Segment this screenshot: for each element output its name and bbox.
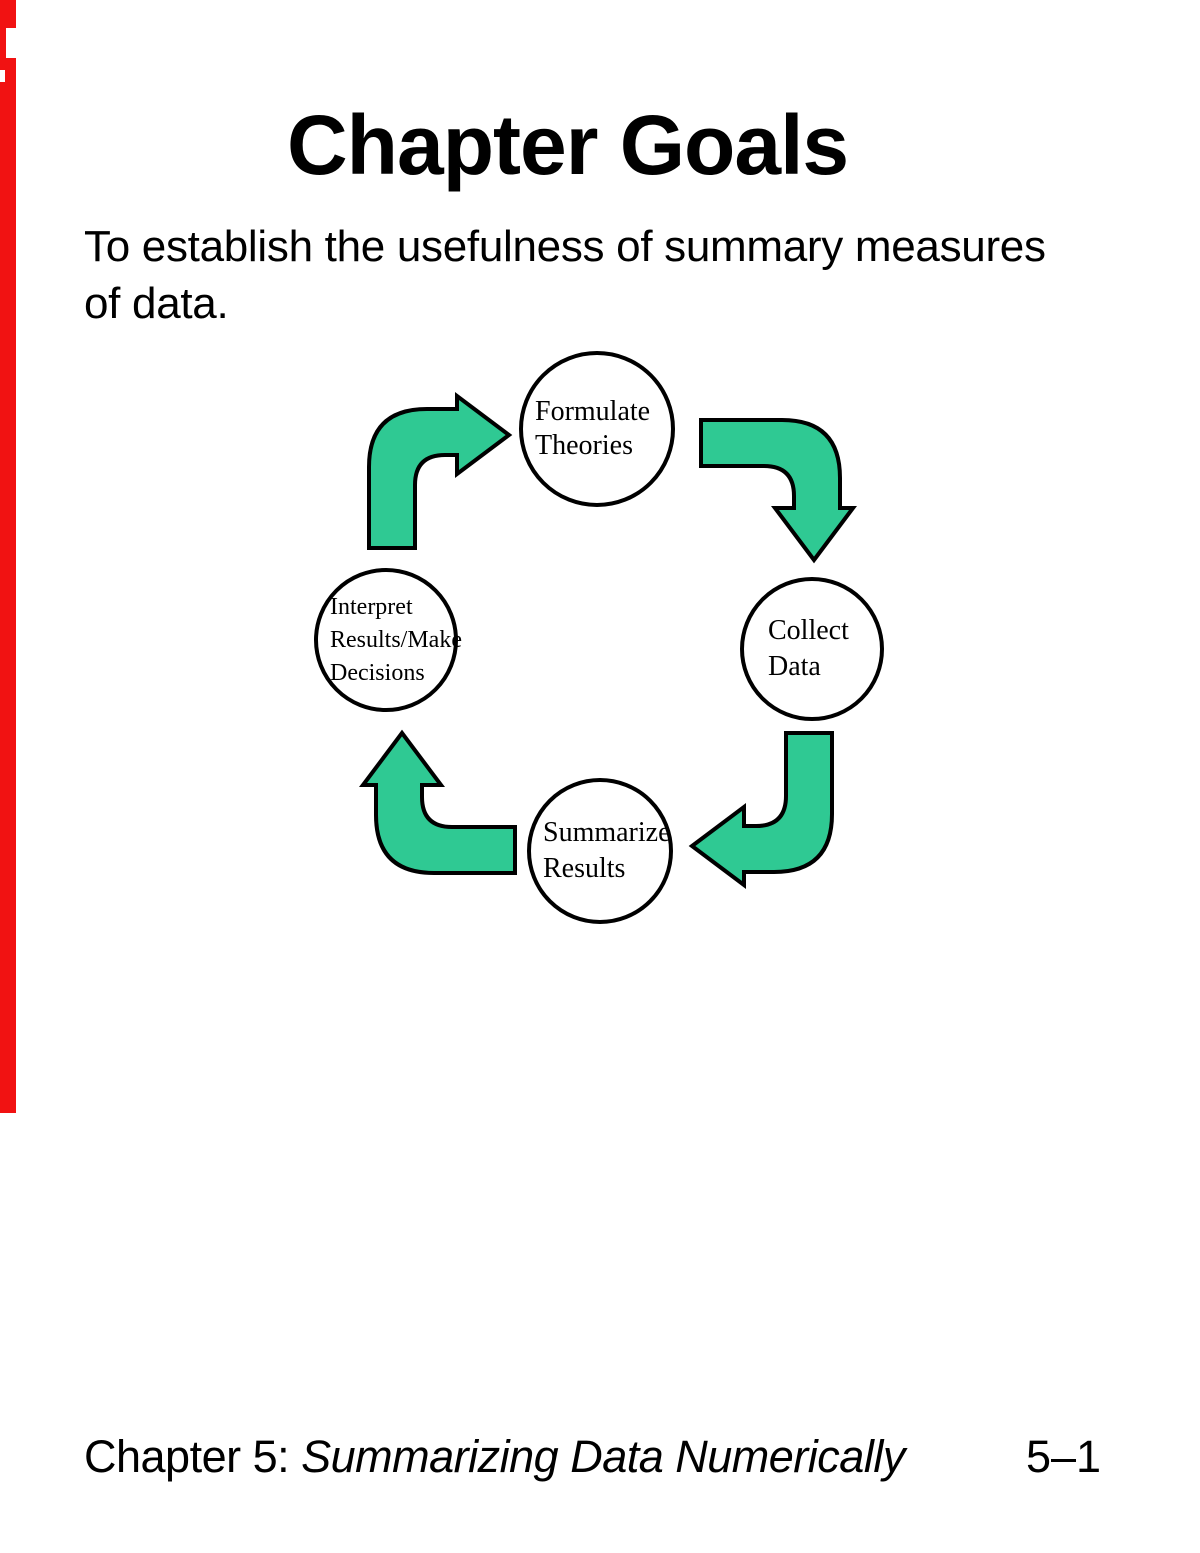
page-subtitle: To establish the usefulness of summary m…	[84, 218, 1046, 332]
node-text-line: Data	[768, 651, 821, 682]
node-formulate-theories: Formulate Theories	[519, 351, 675, 507]
arrow-interpret-to-formulate	[367, 392, 513, 550]
footer: Chapter 5: Summarizing Data Numerically	[84, 1432, 905, 1482]
arrow-summarize-to-interpret	[359, 729, 517, 875]
arrow-formulate-to-collect	[699, 418, 857, 564]
node-text-line: Decisions	[330, 659, 425, 686]
node-text-line: Collect	[768, 615, 849, 646]
footer-chapter-label: Chapter 5:	[84, 1431, 302, 1482]
arrow-shape	[688, 731, 834, 889]
node-text-line: Formulate	[535, 396, 651, 427]
arrow-shape	[359, 729, 517, 875]
scan-artifact-stripe	[0, 0, 16, 1113]
stripe-notch	[6, 28, 16, 58]
node-text-line: Results	[543, 853, 626, 884]
node-text-line: Interpret	[330, 593, 413, 620]
footer-course-title: Summarizing Data Numerically	[301, 1431, 905, 1482]
arrow-shape	[699, 418, 857, 564]
subtitle-line-1: To establish the usefulness of summary m…	[84, 222, 1046, 271]
footer-page-number: 5–1	[1026, 1431, 1102, 1482]
node-summarize-results: Summarize Results	[527, 778, 673, 924]
page-title: Chapter Goals	[287, 98, 849, 192]
node-collect-data: Collect Data	[740, 577, 884, 721]
node-text-line: Theories	[535, 430, 633, 461]
arrow-collect-to-summarize	[688, 731, 834, 889]
subtitle-line-2: of data.	[84, 279, 229, 328]
node-interpret-decisions: Interpret Results/Make Decisions	[314, 568, 462, 712]
node-text-line: Summarize	[543, 817, 671, 848]
arrow-shape	[367, 392, 513, 550]
stripe-notch	[0, 70, 5, 82]
node-text-line: Results/Make	[330, 626, 462, 653]
